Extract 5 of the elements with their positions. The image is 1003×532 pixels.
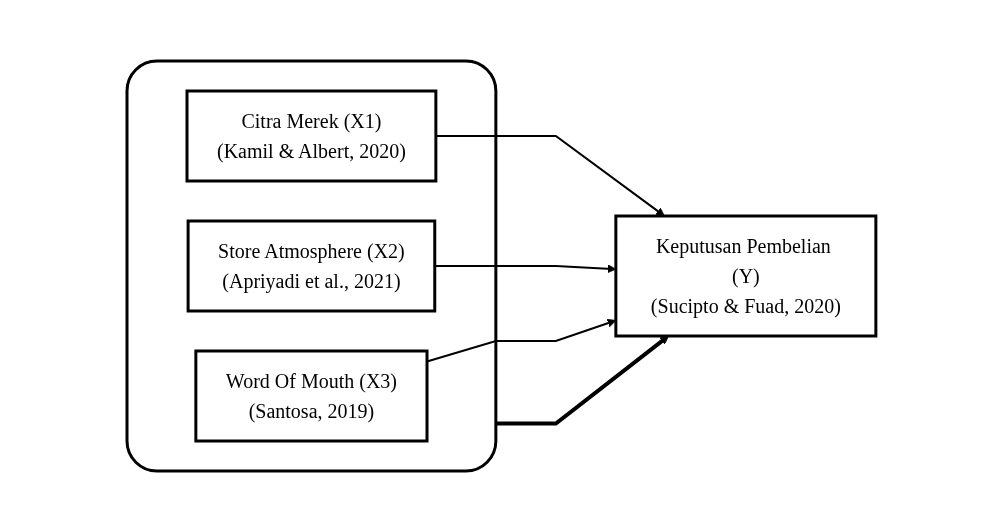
cluster bbox=[125, 59, 498, 473]
node-box: Keputusan Pembelian (Y) (Sucipto & Fuad, 2020) bbox=[614, 214, 878, 338]
node-box: Store Atmosphere (X2) (Apriyadi et al., 2021) bbox=[186, 219, 437, 313]
node-box: Citra Merek (X1) (Kamil & Albert, 2020) bbox=[185, 89, 438, 183]
node-box: Word Of Mouth (X3) (Santosa, 2019) bbox=[194, 349, 429, 443]
